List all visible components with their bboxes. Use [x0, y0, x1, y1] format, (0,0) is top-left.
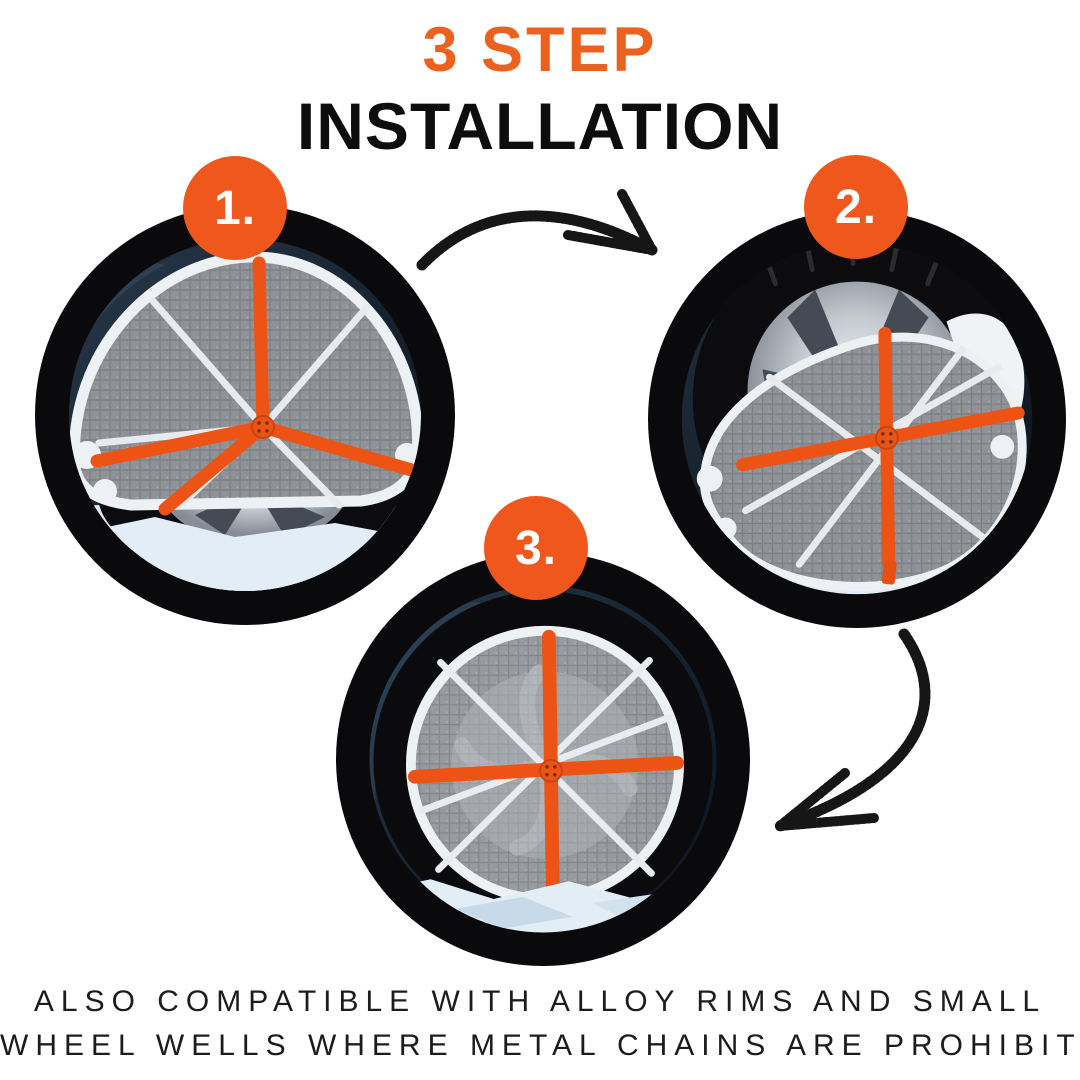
- title-line-2: INSTALLATION: [296, 89, 784, 163]
- step2-number-badge: 2.: [804, 155, 908, 259]
- step1-wheel-illustration: [35, 205, 455, 625]
- step3-number-badge: 3.: [484, 496, 588, 600]
- step3-wheel-illustration: [336, 552, 750, 966]
- step2-wheel-illustration: [648, 210, 1066, 628]
- footer-note: ALSO COMPATIBLE WITH ALLOY RIMS AND SMAL…: [0, 980, 1080, 1068]
- step1-photo: [35, 205, 455, 625]
- title-line-1: 3 STEP: [422, 15, 658, 85]
- step1-number-badge: 1.: [183, 156, 287, 260]
- step3-photo: [336, 552, 750, 966]
- footer-line-1: ALSO COMPATIBLE WITH ALLOY RIMS AND SMAL…: [33, 985, 1047, 1018]
- step2-photo: [648, 210, 1066, 628]
- sketchy-curved-arrow-right-icon: [400, 172, 680, 287]
- footer-line-2: WHEEL WELLS WHERE METAL CHAINS ARE PROHI…: [0, 1029, 1080, 1062]
- sketchy-curved-arrow-down-left-icon: [752, 622, 952, 857]
